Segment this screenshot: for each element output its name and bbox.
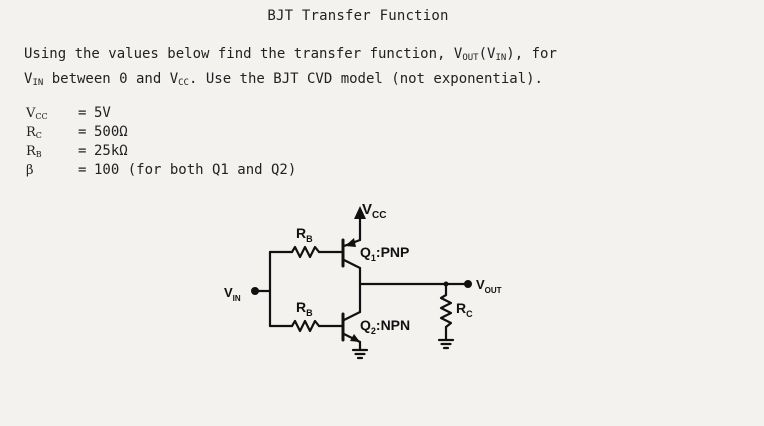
page-title: BJT Transfer Function [267,8,449,24]
param-row: VCC = 5V [26,104,296,123]
q2-label: Q2:NPN [360,317,410,336]
param-row: RC = 500Ω [26,123,296,142]
output-junction [443,281,449,287]
vout-label: VOUT [476,277,502,295]
statement-text: Using the values below find the transfer… [24,46,454,62]
param-value: 100 (for both Q1 and Q2) [94,162,297,178]
param-equals: = [78,162,87,178]
param-equals: = [78,143,87,159]
statement-line-2: VIN between 0 and VCC. Use the BJT CVD m… [24,69,744,94]
rb-bot-label: RB [296,299,313,318]
vin-symbol: VIN [487,46,507,63]
vcc-subscript: CC [178,78,189,88]
vcc-label: VCC [362,201,386,221]
param-name: RC [26,125,42,140]
vin-label: VIN [224,285,241,303]
q2-collector [342,310,362,322]
param-equals: = [78,105,87,121]
param-equals: = [78,124,87,140]
rb-bot-resistor [290,319,321,333]
param-value: 500Ω [94,124,128,140]
problem-statement: Using the values below find the transfer… [24,44,744,94]
param-value: 5V [94,105,111,121]
param-name: β [26,163,34,178]
statement-text: ), for [506,46,557,62]
statement-text: . Use the BJT CVD model (not exponential… [188,71,543,87]
param-name: VCC [26,106,48,121]
q2-emitter-arrow-icon [350,334,360,342]
parameter-list: VCC = 5V RC = 500Ω RB = 25kΩ β = 100 (fo… [26,104,296,180]
vcc-arrow-icon [354,206,366,219]
vin-terminal [251,287,259,295]
param-name: RB [26,144,42,159]
q1-label: Q1:PNP [360,244,409,263]
q1-collector [342,258,362,270]
rb-top-label: RB [296,225,313,244]
rc-resistor [439,293,453,329]
param-row: RB = 25kΩ [26,142,296,161]
paren: ( [478,46,488,62]
q1-emitter-arrow-icon [345,238,356,247]
statement-line-1: Using the values below find the transfer… [24,44,744,69]
vout-symbol: VOUT [453,46,479,63]
rb-top-resistor [290,245,321,259]
vin-symbol: VIN [24,71,44,88]
rc-label: RC [456,300,473,319]
vout-terminal [464,280,472,288]
param-value: 25kΩ [94,143,128,159]
statement-text: between 0 and V [43,71,179,87]
param-row: β = 100 (for both Q1 and Q2) [26,161,296,180]
